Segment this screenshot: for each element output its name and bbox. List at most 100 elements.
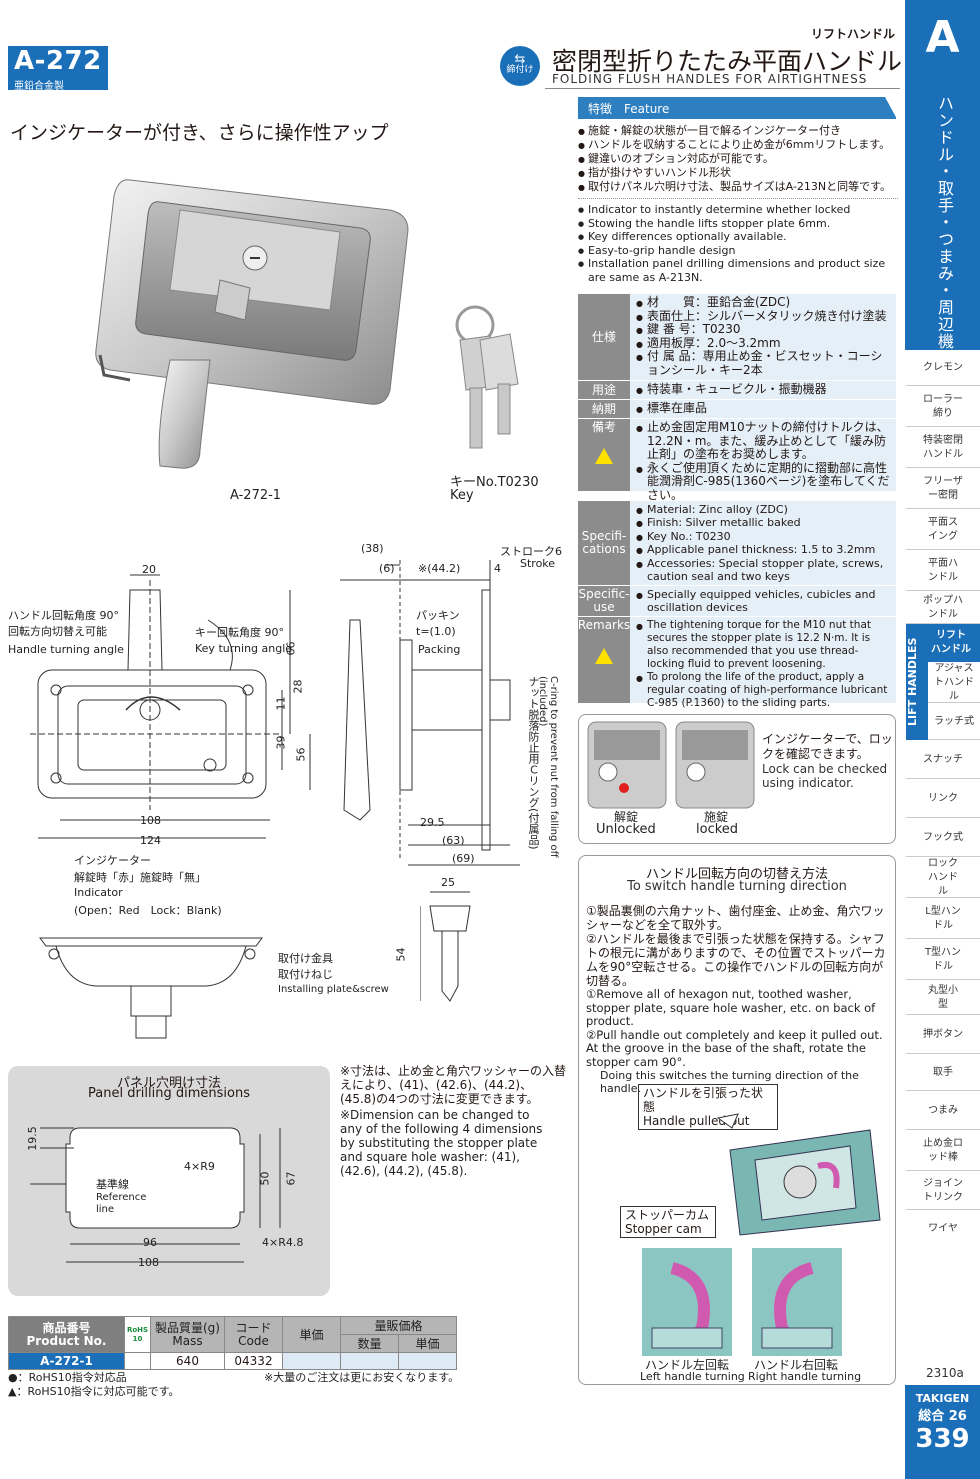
feature-item: 施錠・解錠の状態が一目で解るインジケーター付き	[578, 124, 898, 139]
reference-line-label: 基準線	[96, 1178, 129, 1191]
sidebar-item[interactable]: 特装密閉ハンドル	[906, 428, 980, 468]
sidebar-item[interactable]: ローラー締り	[906, 387, 980, 427]
th-qty: 数量	[340, 1334, 399, 1353]
mount-label-en: Installing plate&screw	[278, 984, 389, 995]
sidebar-item[interactable]: フック式	[906, 819, 980, 857]
spec-item: 永くご使用頂くために定期的に摺動部に高性能潤滑剤C-985(1360ページ)を塗…	[636, 461, 890, 503]
spec-label: 備考	[578, 419, 630, 491]
indicator-photos	[587, 721, 755, 809]
th-text: 製品質量(g)	[155, 1320, 220, 1335]
section-band	[905, 88, 980, 350]
sidebar-item[interactable]: ワイヤ	[928, 1223, 958, 1234]
spec-label-text: Remarks	[577, 618, 631, 632]
rohs-legend-2: ▲：RoHS10指令に対応可能です。	[8, 1385, 180, 1398]
keys-photo	[455, 305, 519, 449]
sidebar-item[interactable]: 平面スイング	[906, 510, 980, 550]
spec-label-en: Specific-use	[578, 586, 630, 616]
dim-label: 56	[294, 747, 308, 762]
header-rule	[545, 88, 900, 89]
left-turning-label-en: Left handle turning	[640, 1370, 745, 1383]
indicator-panel	[578, 714, 896, 844]
lift-vertical-label: LIFT HANDLES	[906, 624, 928, 740]
indicator-label: インジケーター	[74, 854, 151, 867]
spec-values-en: Material: Zinc alloy (ZDC) Finish: Silve…	[630, 501, 896, 585]
section-title: ハンドル・取手・つまみ・周辺機器	[935, 95, 954, 367]
feature-item-en: Installation panel drilling dimensions a…	[578, 257, 898, 284]
side-view-drawing	[340, 560, 520, 866]
indicator-text: インジケーターで、ロックを確認できます。	[762, 732, 893, 761]
sidebar-item[interactable]: ポップハンドル	[906, 592, 980, 624]
sidebar-item[interactable]: L型ハンドル	[906, 899, 980, 939]
spec-row: 仕様 材 質：亜鉛合金(ZDC) 表面仕上：シルバーメタリック焼き付け塗装 鍵 …	[578, 294, 896, 380]
spec-row: 備考 止め金固定用M10ナットの締付けトルクは、12.2N・m。また、緩み止めと…	[578, 419, 896, 501]
spec-values: 特装車・キュービクル・振動機器	[630, 381, 896, 399]
spec-item-en: Specially equipped vehicles, cubicles an…	[636, 588, 890, 615]
th-text: Mass	[172, 1333, 203, 1348]
feature-item-en: Key differences optionally available.	[578, 230, 898, 244]
warning-icon	[595, 448, 613, 464]
feature-item: 取付けパネル穴明け寸法、製品サイズはA-213Nと同等です。	[578, 180, 898, 195]
key-caption: キーNo.T0230	[450, 475, 539, 490]
sidebar-item[interactable]: クレモン	[906, 350, 980, 386]
sidebar-item[interactable]: フリーザー密閉	[906, 469, 980, 509]
page-title-en: FOLDING FLUSH HANDLES FOR AIRTIGHTNESS	[552, 72, 868, 86]
sidebar-item[interactable]: つまみ	[906, 1092, 980, 1130]
cell-rohs	[124, 1352, 151, 1370]
spec-values: 止め金固定用M10ナットの締付けトルクは、12.2N・m。また、緩み止めとして「…	[630, 419, 896, 501]
locked-label: 施錠	[704, 810, 729, 824]
spec-label: 仕様	[578, 294, 630, 380]
sidebar-item[interactable]: T型ハンドル	[906, 940, 980, 980]
lift-label: リフト	[936, 630, 966, 641]
dim-label: (69)	[452, 852, 475, 865]
spec-item: 付 属 品：専用止め金・ビスセット・コーションシール・キー2本	[636, 349, 890, 377]
sidebar-item[interactable]: 丸型小型	[906, 981, 980, 1015]
spec-label-en: Remarks	[578, 617, 630, 703]
spec-row-en: Specifi-cations Material: Zinc alloy (ZD…	[578, 501, 896, 585]
sidebar-item[interactable]: 平面ハンドル	[906, 551, 980, 591]
cring-label-en: C-ring to prevent nut from falling off (…	[537, 676, 559, 858]
left-turning-label: ハンドル左回転	[645, 1358, 730, 1372]
spec-row: 用途 特装車・キュービクル・振動機器	[578, 381, 896, 399]
sidebar-item[interactable]: アジャストハンドル	[928, 663, 980, 703]
spec-row-en: Remarks The tightening torque for the M1…	[578, 617, 896, 709]
indicator-detail-en: (Open：Red Lock：Blank)	[74, 904, 222, 917]
panel-title-en: Panel drilling dimensions	[88, 1086, 250, 1101]
pulled-label: ハンドルを引張った状態	[643, 1086, 764, 1114]
radius-label: 4×R9	[184, 1160, 215, 1173]
footer-box: TAKIGEN 総合 26 339	[905, 1385, 980, 1479]
key-drawing	[420, 891, 471, 1002]
indicator-text-en: Lock can be checked using indicator.	[762, 762, 888, 790]
key-angle-label: キー回転角度 90°	[195, 626, 284, 639]
sidebar-item[interactable]: ジョイントリンク	[906, 1172, 980, 1210]
sidebar-item[interactable]: 取手	[906, 1055, 980, 1091]
packing-label-en: Packing	[418, 643, 461, 656]
cell-mass: 640	[150, 1352, 225, 1370]
right-turning-label: ハンドル右回転	[754, 1358, 839, 1372]
spec-label-en: Specifi-cations	[578, 501, 630, 585]
page-number: 339	[915, 1424, 970, 1454]
dim-label: (63)	[442, 834, 465, 847]
sidebar-item[interactable]: 押ボタン	[906, 1016, 980, 1054]
sidebar-item[interactable]: スナッチ	[906, 741, 980, 779]
dimension-note: ※寸法は、止め金と角穴ワッシャーの入替えにより、(41)、(42.6)、(44.…	[340, 1064, 567, 1106]
stroke-label-en: Stroke	[520, 557, 556, 570]
feature-item: 鍵違いのオプション対応が可能です。	[578, 152, 898, 167]
brand-label: TAKIGEN	[915, 1392, 970, 1405]
bottom-view-drawing	[39, 937, 263, 1039]
spec-item-en: Key No.: T0230	[636, 530, 890, 545]
panel-drilling-drawing	[30, 1127, 281, 1263]
handle-angle-label-en: Handle turning angle	[8, 643, 124, 656]
sidebar-item[interactable]: リンク	[906, 780, 980, 818]
switch-panel	[578, 855, 896, 1385]
spec-values: 標準在庫品	[630, 400, 896, 418]
spec-values: 材 質：亜鉛合金(ZDC) 表面仕上：シルバーメタリック焼き付け塗装 鍵 番 号…	[630, 294, 896, 380]
front-view-drawing	[30, 574, 311, 839]
spec-item: 鍵 番 号：T0230	[636, 322, 890, 336]
cam-callout: ストッパーカム Stopper cam	[620, 1206, 716, 1238]
sidebar-item[interactable]: ラッチ式	[928, 704, 980, 740]
unlocked-label: 解錠	[614, 810, 639, 824]
sidebar-item[interactable]: ロックハンドル	[906, 858, 980, 898]
spec-row: 納期 標準在庫品	[578, 400, 896, 418]
sidebar-item[interactable]: 止め金ロッド棒	[906, 1131, 980, 1171]
spec-item-en: Applicable panel thickness: 1.5 to 3.2mm	[636, 543, 890, 558]
